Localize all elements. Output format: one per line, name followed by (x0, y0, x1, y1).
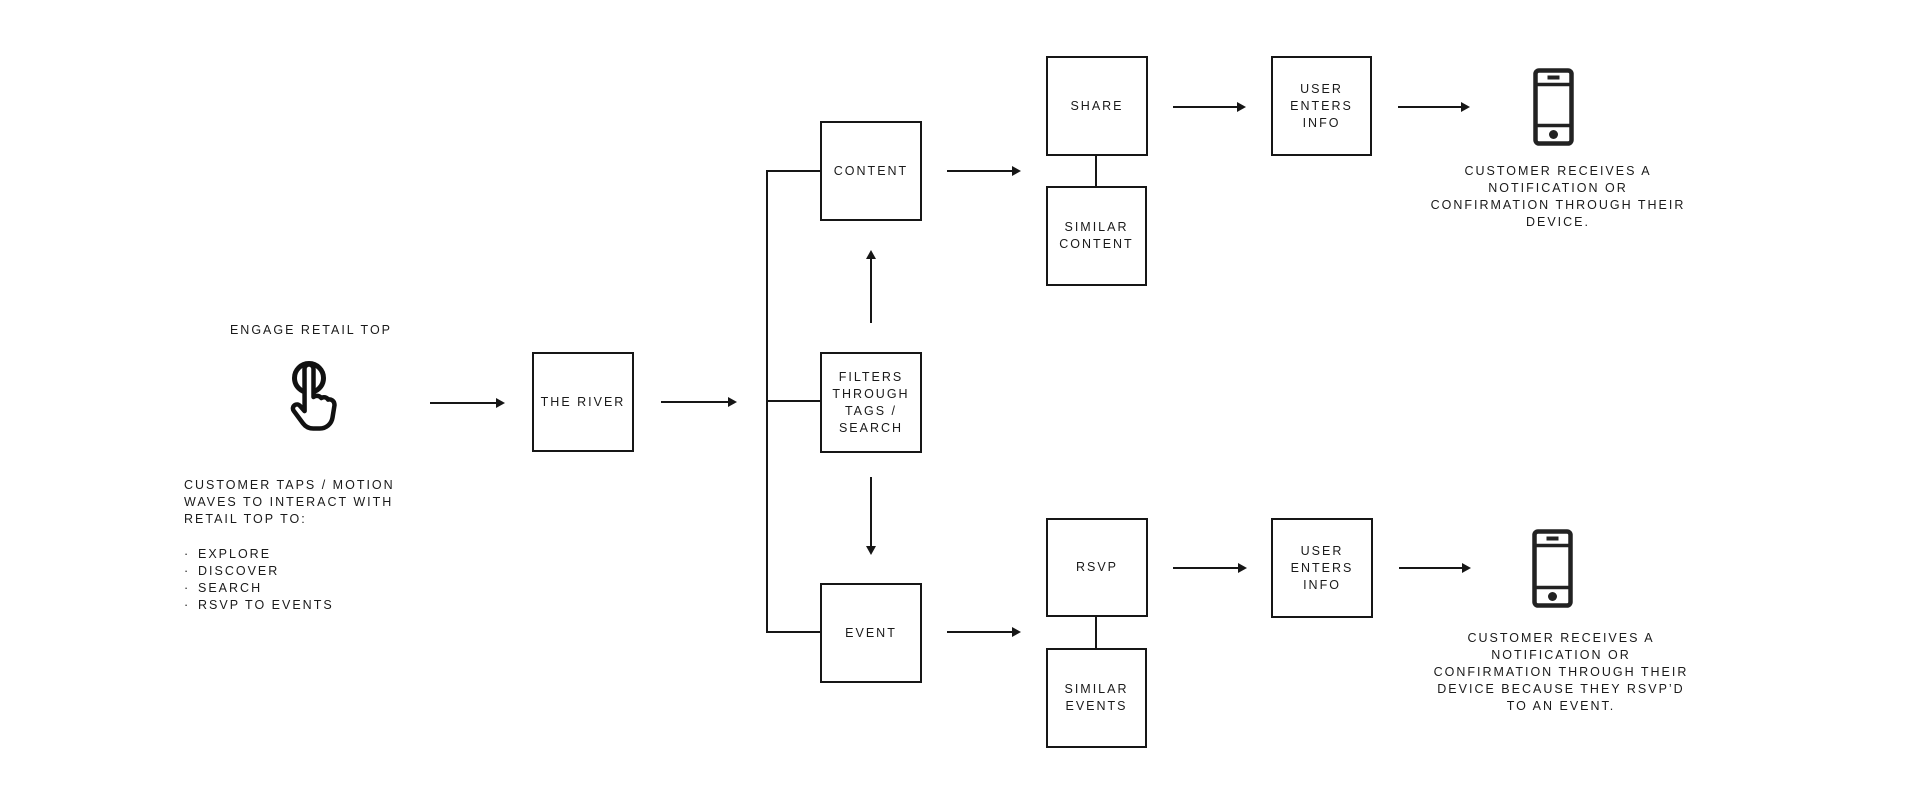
branch-stub-filters (766, 400, 820, 402)
arrow-event-to-rsvp (947, 627, 1021, 637)
node-label: EVENT (845, 625, 897, 640)
node-user-enters-info-bottom: USER ENTERS INFO (1271, 518, 1373, 618)
connector-rsvp-similar-events (1095, 617, 1097, 648)
arrow-filters-to-event (866, 477, 876, 555)
list-item: · DISCOVER (184, 563, 334, 580)
list-item-label: DISCOVER (198, 564, 280, 578)
node-label: CONTENT (833, 163, 909, 178)
arrow-filters-to-content (866, 250, 876, 323)
arrow-user-info-to-phone-bottom (1399, 563, 1471, 573)
node-label: SIMILAR CONTENT (1059, 220, 1134, 251)
list-item-label: RSVP TO EVENTS (198, 598, 334, 612)
bullet-glyph: · (184, 581, 191, 595)
arrow-tap-to-river (430, 398, 505, 408)
list-item-label: SEARCH (198, 581, 263, 595)
arrow-rsvp-to-user-info-bottom (1173, 563, 1247, 573)
engage-retail-top-title: ENGAGE RETAIL TOP (229, 323, 393, 337)
list-item: · RSVP TO EVENTS (184, 597, 334, 614)
arrow-river-to-branch (661, 397, 737, 407)
arrow-user-info-to-phone-top (1398, 102, 1470, 112)
node-label: USER ENTERS INFO (1290, 81, 1353, 130)
list-item: · SEARCH (184, 580, 334, 597)
branch-stub-content (766, 170, 820, 172)
connector-share-similar-content (1095, 156, 1097, 186)
branch-stub-event (766, 631, 820, 633)
smartphone-icon (1533, 68, 1574, 146)
arrow-share-to-user-info-top (1173, 102, 1246, 112)
bullet-glyph: · (184, 598, 191, 612)
node-label: RSVP (1075, 560, 1119, 574)
bullet-glyph: · (184, 564, 191, 578)
device-notification-caption-bottom: CUSTOMER RECEIVES A NOTIFICATION OR CONF… (1433, 631, 1689, 713)
customer-interaction-note: CUSTOMER TAPS / MOTION WAVES TO INTERACT… (184, 478, 395, 526)
node-similar-content: SIMILAR CONTENT (1046, 186, 1147, 286)
node-user-enters-info-top: USER ENTERS INFO (1271, 56, 1372, 156)
node-label: SIMILAR EVENTS (1064, 682, 1129, 713)
node-content: CONTENT (820, 121, 922, 221)
node-label: FILTERS THROUGH TAGS / SEARCH (832, 369, 910, 435)
node-label: THE RIVER (540, 394, 626, 409)
device-notification-caption-top: CUSTOMER RECEIVES A NOTIFICATION OR CONF… (1430, 164, 1686, 229)
node-event: EVENT (820, 583, 922, 683)
list-item-label: EXPLORE (198, 547, 272, 561)
node-label: SHARE (1070, 98, 1124, 113)
node-rsvp: RSVP (1046, 518, 1148, 617)
bullet-glyph: · (184, 547, 191, 561)
arrow-content-to-share (947, 166, 1021, 176)
node-label: USER ENTERS INFO (1290, 543, 1354, 592)
node-filters-through-tags-search: FILTERS THROUGH TAGS / SEARCH (820, 352, 922, 453)
tap-gesture-icon (281, 355, 343, 441)
list-item: · EXPLORE (184, 546, 334, 563)
node-share: SHARE (1046, 56, 1148, 156)
smartphone-icon (1532, 529, 1573, 608)
node-the-river: THE RIVER (532, 352, 634, 452)
node-similar-events: SIMILAR EVENTS (1046, 648, 1147, 748)
interaction-options-list: · EXPLORE · DISCOVER · SEARCH · RSVP TO … (184, 546, 334, 614)
